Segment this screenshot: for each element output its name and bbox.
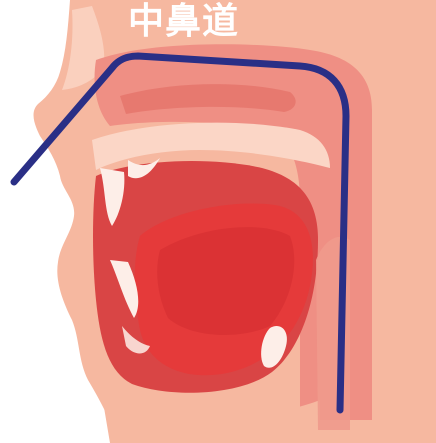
middle-meatus-label: 中鼻道	[128, 4, 239, 40]
tongue-shade	[157, 227, 294, 335]
